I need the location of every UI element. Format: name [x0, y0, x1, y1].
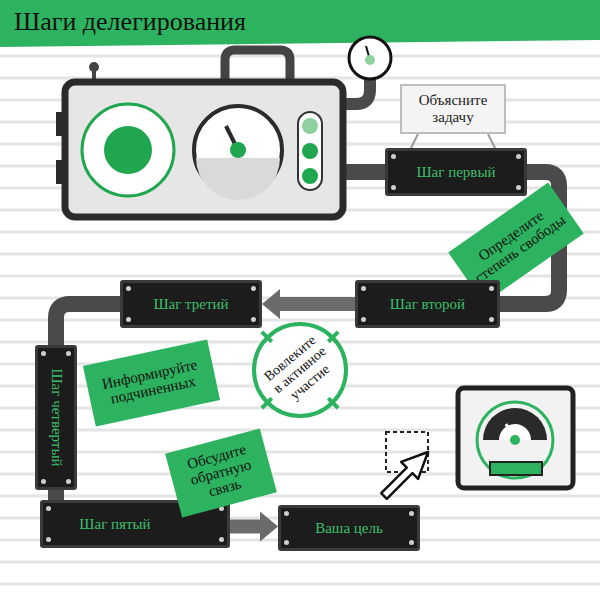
- arrow-connector: [262, 289, 355, 319]
- goal-plate: Ваша цель: [278, 505, 420, 551]
- gauge-dot: [365, 55, 375, 65]
- screw: [361, 286, 366, 291]
- small-gauge: [349, 37, 391, 79]
- step-plate: Шаг второй: [355, 280, 500, 328]
- screw: [284, 511, 289, 516]
- screw: [46, 506, 51, 511]
- arrowhead: [262, 289, 280, 319]
- goal-gauge-ring: [477, 402, 553, 478]
- screw: [41, 351, 46, 356]
- green-tag: Обсудите обратную связь: [165, 428, 277, 517]
- background-stripes: [0, 56, 600, 584]
- machine-dial-center: [104, 126, 152, 174]
- step-plate: Шаг четвертый: [35, 345, 77, 490]
- step-label: Шаг пятый: [79, 516, 150, 533]
- screw: [361, 317, 366, 322]
- stripe: [0, 55, 600, 58]
- screw: [41, 479, 46, 484]
- pipe-connector: [56, 304, 120, 345]
- screw: [391, 185, 396, 190]
- cursor-arrow: [381, 452, 428, 499]
- stripe: [0, 583, 600, 586]
- screw: [46, 537, 51, 542]
- text-block: Информируйте подчиненных: [92, 356, 211, 411]
- step-label: Шаг третий: [153, 296, 228, 313]
- machine-gauge-fill: [196, 158, 280, 200]
- text-block: Ваша цель: [315, 520, 383, 537]
- screw: [66, 351, 71, 356]
- screw: [516, 154, 521, 159]
- screw: [284, 540, 289, 545]
- step-plate: Шаг первый: [385, 148, 527, 196]
- pipe: [56, 304, 120, 345]
- text-block: Шаг второй: [390, 296, 465, 313]
- screw: [66, 479, 71, 484]
- stripe: [0, 561, 600, 564]
- step-label: Объясните задачу: [406, 92, 500, 127]
- screw: [126, 317, 131, 322]
- machine-body: [65, 82, 343, 217]
- crosshair-tick: [262, 332, 272, 342]
- screw: [251, 286, 256, 291]
- pipe: [48, 490, 64, 500]
- text-block: Шаг третий: [153, 296, 228, 313]
- screw: [489, 286, 494, 291]
- machine-button: [302, 168, 318, 184]
- machine-gauge-hub: [230, 142, 246, 158]
- green-tag: Информируйте подчиненных: [83, 339, 220, 426]
- goal-device: [458, 388, 573, 488]
- screw: [409, 540, 414, 545]
- note-card: Объясните задачу: [400, 84, 506, 134]
- stripe: [0, 319, 600, 322]
- screw: [251, 317, 256, 322]
- crosshair-tick: [262, 398, 272, 408]
- circle-ring: [254, 324, 346, 416]
- stripe: [0, 495, 600, 498]
- screw: [409, 511, 414, 516]
- tag-label: Информируйте подчиненных: [92, 356, 211, 411]
- step-label: Шаг четвертый: [48, 368, 65, 466]
- step-plate: Шаг третий: [120, 280, 262, 328]
- title: Шаги делегирования: [14, 7, 246, 37]
- screw: [489, 317, 494, 322]
- machine-antenna-knob: [89, 62, 99, 72]
- text-block: Объясните задачу: [406, 92, 500, 127]
- step-label: Ваша цель: [315, 520, 383, 537]
- crosshair-tick: [328, 398, 338, 408]
- arrowhead: [260, 512, 278, 542]
- arrow-shaft: [279, 297, 355, 311]
- pipe: [340, 164, 390, 180]
- goal-gauge-hub: [510, 435, 520, 445]
- text-block: Шаг четвертый: [48, 368, 65, 466]
- pipe: [343, 80, 370, 104]
- tag-label: Обсудите обратную связь: [173, 439, 268, 507]
- step-label: Шаг первый: [416, 164, 495, 181]
- arrow-connector: [230, 512, 278, 542]
- goal-bar: [490, 462, 542, 475]
- text-block: Шаг первый: [416, 164, 495, 181]
- target-circle: Вовлеките в активное участие: [250, 320, 350, 420]
- machine-button: [302, 143, 318, 159]
- screw: [516, 185, 521, 190]
- machine-button-panel: [298, 112, 322, 190]
- machine-button: [302, 118, 318, 134]
- crosshair-tick: [328, 332, 338, 342]
- machine-dial: [82, 104, 174, 196]
- screw: [391, 154, 396, 159]
- pipe-connector: [56, 490, 57, 500]
- arrow-shaft: [230, 520, 261, 534]
- screw: [126, 286, 131, 291]
- screw: [219, 537, 224, 542]
- text-block: Обсудите обратную связь: [173, 439, 268, 507]
- step-label: Шаг второй: [390, 296, 465, 313]
- text-block: Шаг пятый: [79, 516, 150, 533]
- title-band: [0, 0, 600, 47]
